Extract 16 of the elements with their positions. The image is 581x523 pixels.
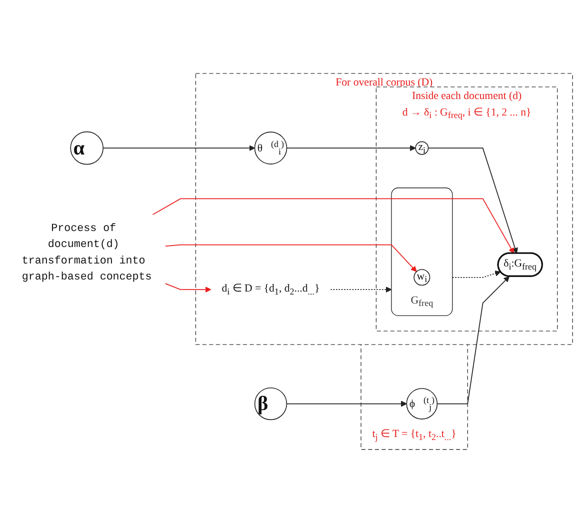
arrow — [164, 283, 212, 293]
node-text: Process of document(d) transformation into graph-based concepts — [22, 222, 152, 284]
arrow — [452, 270, 501, 278]
arrow — [286, 145, 416, 152]
node-circle: α⃗ — [70, 131, 104, 165]
arrow — [286, 400, 407, 407]
arrow — [164, 244, 417, 272]
node-circle: z$_{i}$ — [415, 141, 429, 155]
node-circle: β⃗ — [254, 388, 288, 420]
node-text: d$_{i}$ ∈ D = {d$_{1}$, d$_{2}$...d$_{...}$} — [222, 282, 320, 296]
arrow — [152, 198, 514, 254]
arrow — [436, 276, 510, 404]
arrow — [102, 145, 255, 152]
node-circle: w$_{i}$ — [414, 269, 430, 286]
arrow — [330, 286, 392, 293]
arrow — [428, 148, 518, 254]
